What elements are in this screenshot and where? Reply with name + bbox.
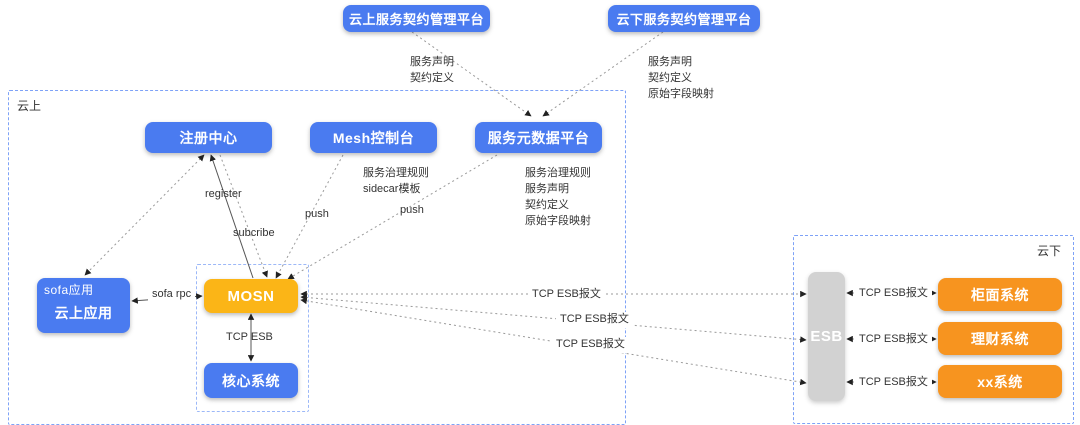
label-push-mesh: push [305,208,329,220]
label-governance-full: 服务治理规则 服务声明 契约定义 原始字段映射 [525,167,591,227]
label-tcp-esb-msg-5: TCP ESB报文 [855,332,932,348]
label-tcp-esb-msg-4: TCP ESB报文 [855,286,932,302]
node-xx-system: xx系统 [938,365,1062,398]
label-svc-decl-on: 服务声明 契约定义 [410,56,454,84]
node-mosn: MOSN [204,279,298,313]
node-platform-off: 云下服务契约管理平台 [608,5,760,32]
label-tcp-esb-msg-1: TCP ESB报文 [528,287,605,303]
region-cloud-on-label: 云上 [17,99,42,113]
label-register: register [205,188,242,200]
label-svc-decl-off: 服务声明 契约定义 原始字段映射 [648,56,714,100]
label-push-metadata: push [400,204,424,216]
label-tcp-esb-msg-2: TCP ESB报文 [556,312,633,328]
label-governance-sidecar: 服务治理规则 sidecar模板 [363,167,429,195]
node-metadata-platform: 服务元数据平台 [475,122,602,153]
label-subcribe: subcribe [233,227,275,239]
node-counter-system: 柜面系统 [938,278,1062,311]
node-cloud-app: sofa应用 云上应用 [37,278,130,333]
node-registry: 注册中心 [145,122,272,153]
label-sofa-rpc: sofa rpc [148,287,196,303]
cloud-app-tag: sofa应用 [44,283,94,297]
node-mesh-console: Mesh控制台 [310,122,437,153]
label-tcp-esb: TCP ESB [226,331,273,343]
node-wealth-system: 理财系统 [938,322,1062,355]
cloud-app-title: 云上应用 [54,305,113,321]
region-cloud-off-label: 云下 [1036,244,1061,258]
label-tcp-esb-msg-3: TCP ESB报文 [552,337,629,353]
label-tcp-esb-msg-6: TCP ESB报文 [855,375,932,391]
node-core-system: 核心系统 [204,363,298,398]
node-esb: ESB [808,272,845,401]
node-platform-on: 云上服务契约管理平台 [343,5,490,32]
